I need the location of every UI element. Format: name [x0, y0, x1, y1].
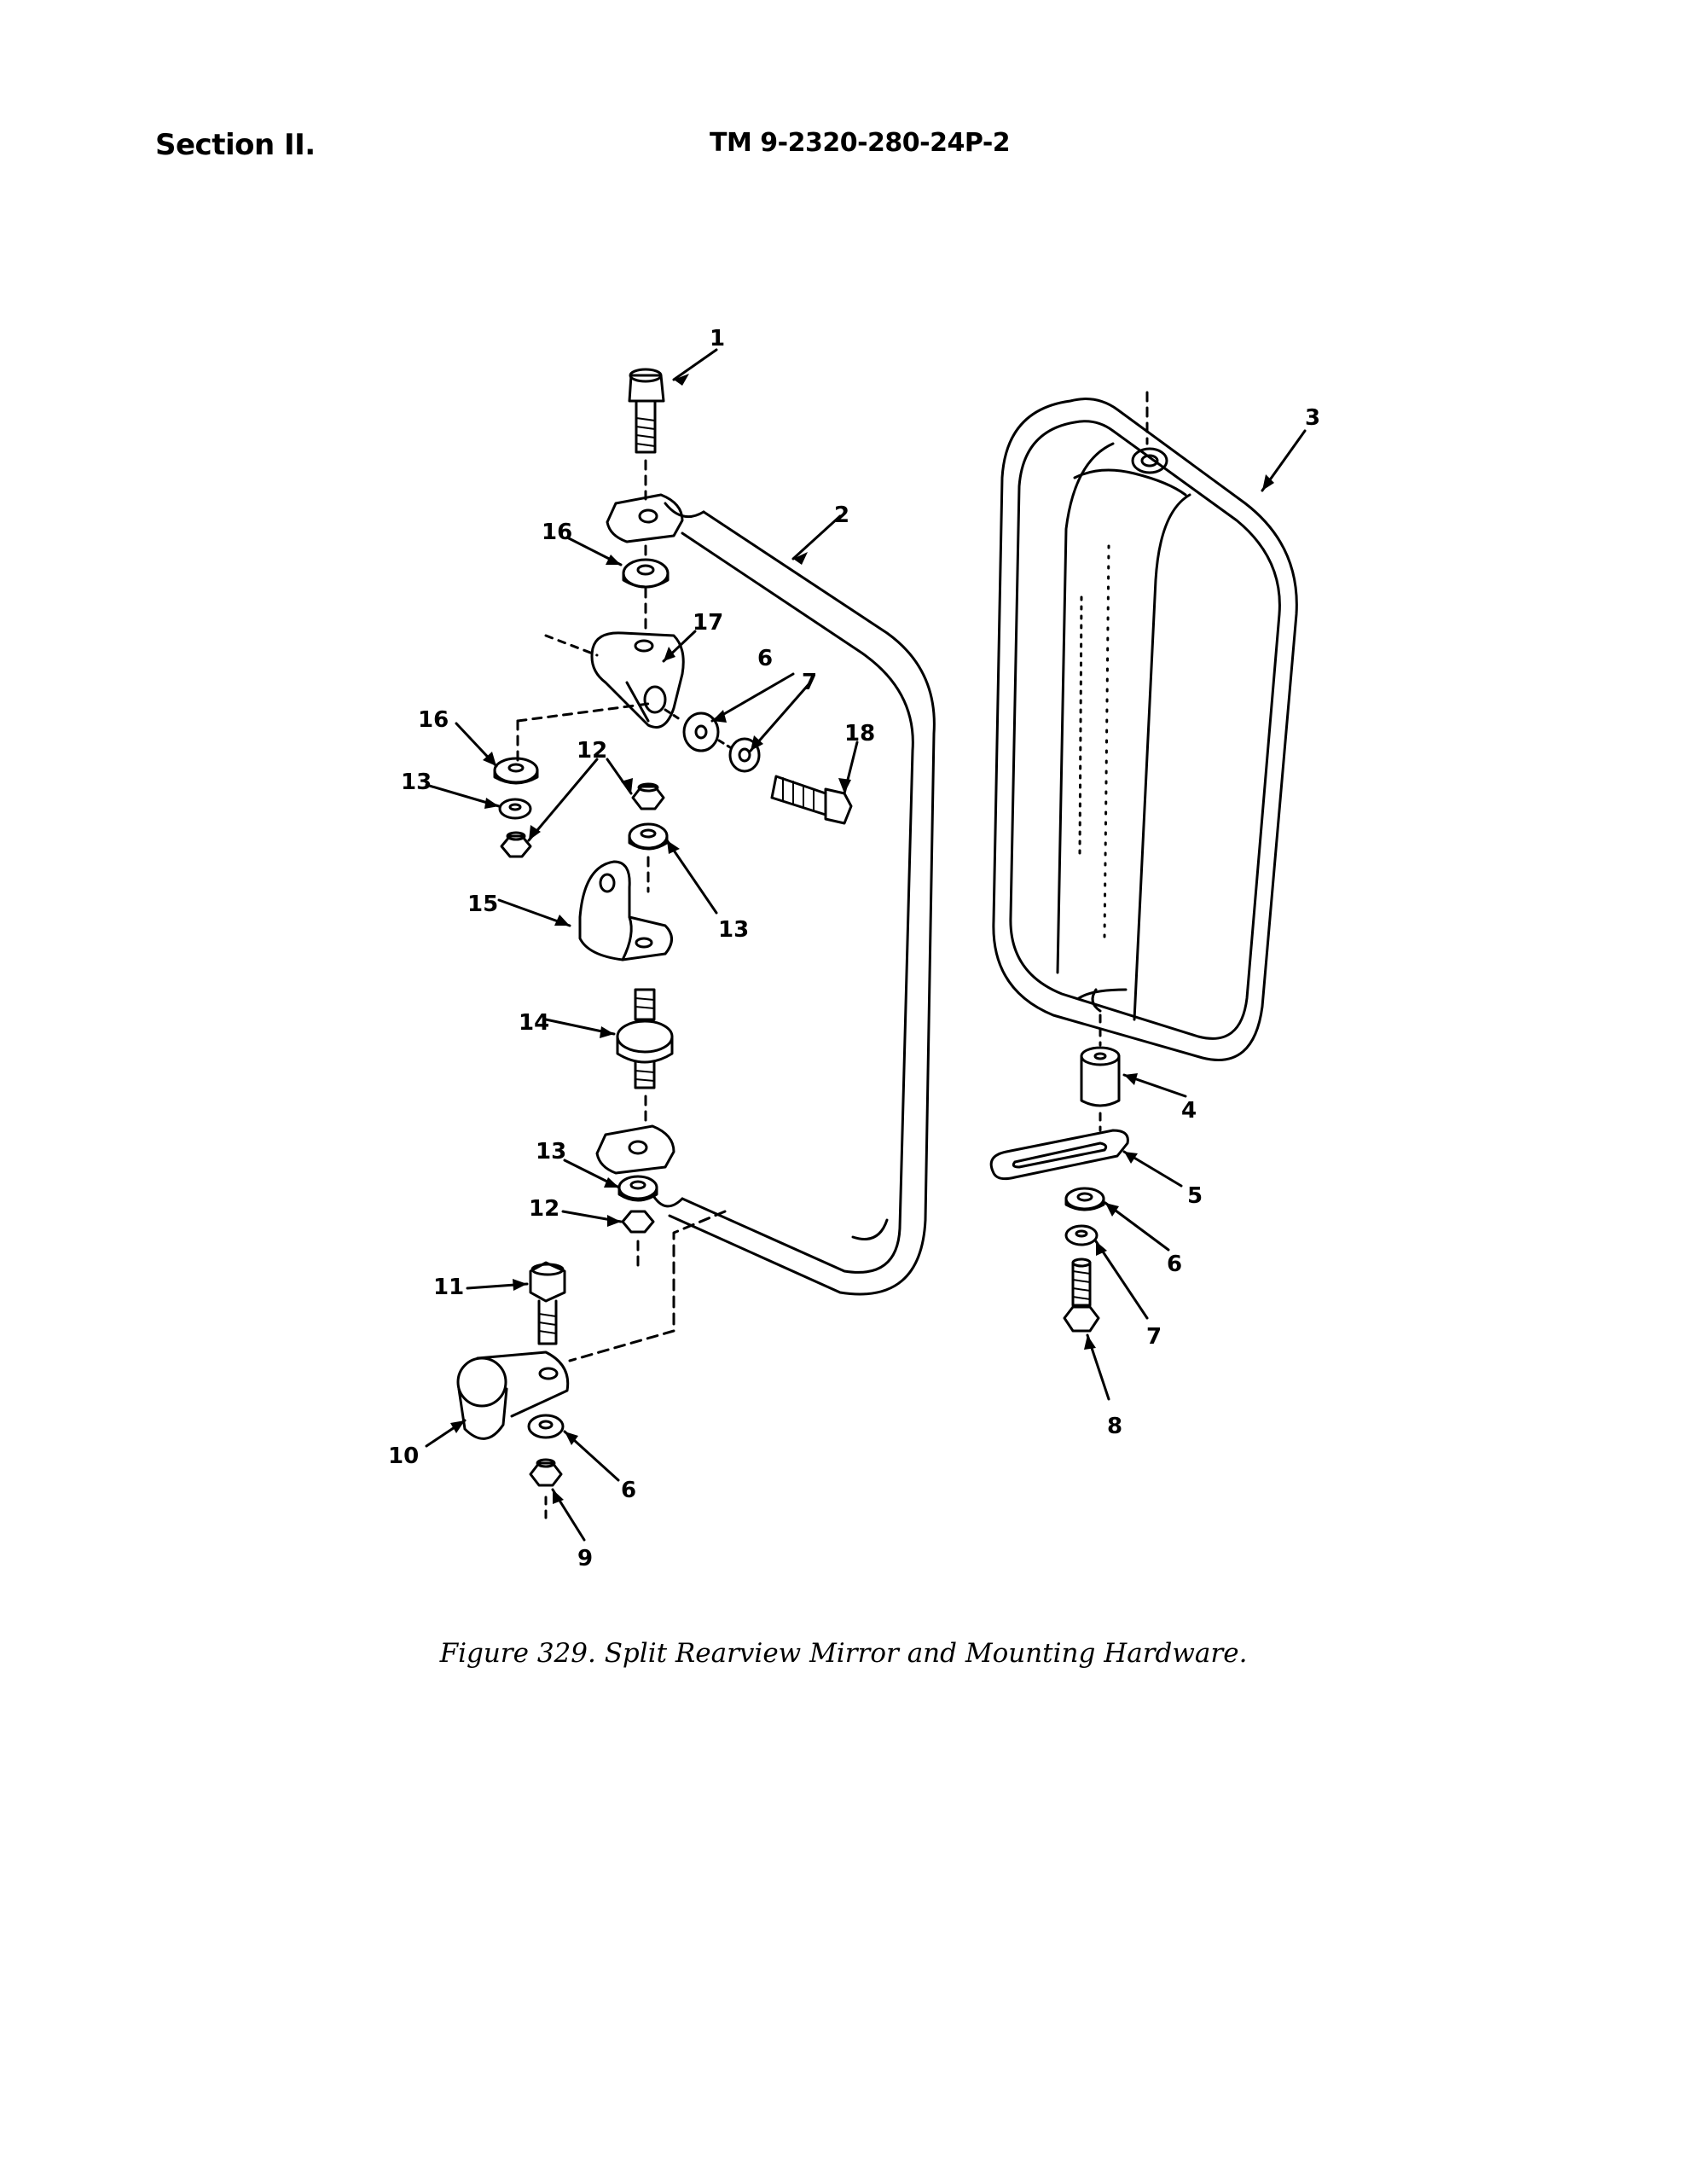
- section-label: Section II.: [155, 128, 316, 162]
- bolt-8: [1063, 1258, 1100, 1333]
- callout-1: 1: [710, 326, 725, 351]
- isolator-14: [616, 988, 674, 1089]
- callout-6-right: 6: [1167, 1252, 1182, 1277]
- bracket-15: [578, 860, 673, 961]
- tm-number: TM 9-2320-280-24P-2: [710, 128, 1011, 158]
- bolt-18: [770, 775, 853, 825]
- callout-15: 15: [467, 892, 498, 917]
- callout-7-upper: 7: [802, 670, 817, 695]
- mirror-head: [992, 398, 1298, 1061]
- mirror-arm: [651, 502, 936, 1296]
- callout-7-right: 7: [1146, 1324, 1162, 1350]
- callout-13-left: 13: [401, 770, 432, 795]
- callout-12-lower: 12: [529, 1196, 559, 1222]
- callout-4: 4: [1181, 1098, 1197, 1124]
- figure-caption: Figure 329. Split Rearview Mirror and Mo…: [439, 1638, 1248, 1669]
- callout-18: 18: [844, 721, 875, 746]
- callout-12-upper: 12: [577, 738, 607, 764]
- bolt-1: [628, 368, 665, 454]
- callout-6-lower: 6: [621, 1478, 636, 1503]
- bolt-11: [529, 1261, 566, 1345]
- callout-13-center: 13: [718, 917, 749, 943]
- callout-13-lower: 13: [536, 1139, 566, 1165]
- callout-3: 3: [1305, 405, 1320, 431]
- callout-8: 8: [1107, 1414, 1122, 1439]
- spacer-4: [1080, 1046, 1121, 1107]
- bracket-5: [989, 1129, 1129, 1181]
- callout-16-upper: 16: [542, 520, 572, 545]
- callout-9: 9: [577, 1546, 593, 1571]
- callout-6-upper: 6: [757, 646, 773, 671]
- callout-16-left: 16: [418, 707, 449, 733]
- callout-14: 14: [519, 1010, 549, 1036]
- callout-11: 11: [433, 1275, 464, 1300]
- callout-17: 17: [693, 610, 723, 636]
- callout-5: 5: [1187, 1183, 1203, 1209]
- callout-10: 10: [388, 1443, 419, 1469]
- bracket-17: [544, 631, 685, 729]
- clamp-10: [456, 1350, 570, 1440]
- callout-2: 2: [834, 502, 849, 528]
